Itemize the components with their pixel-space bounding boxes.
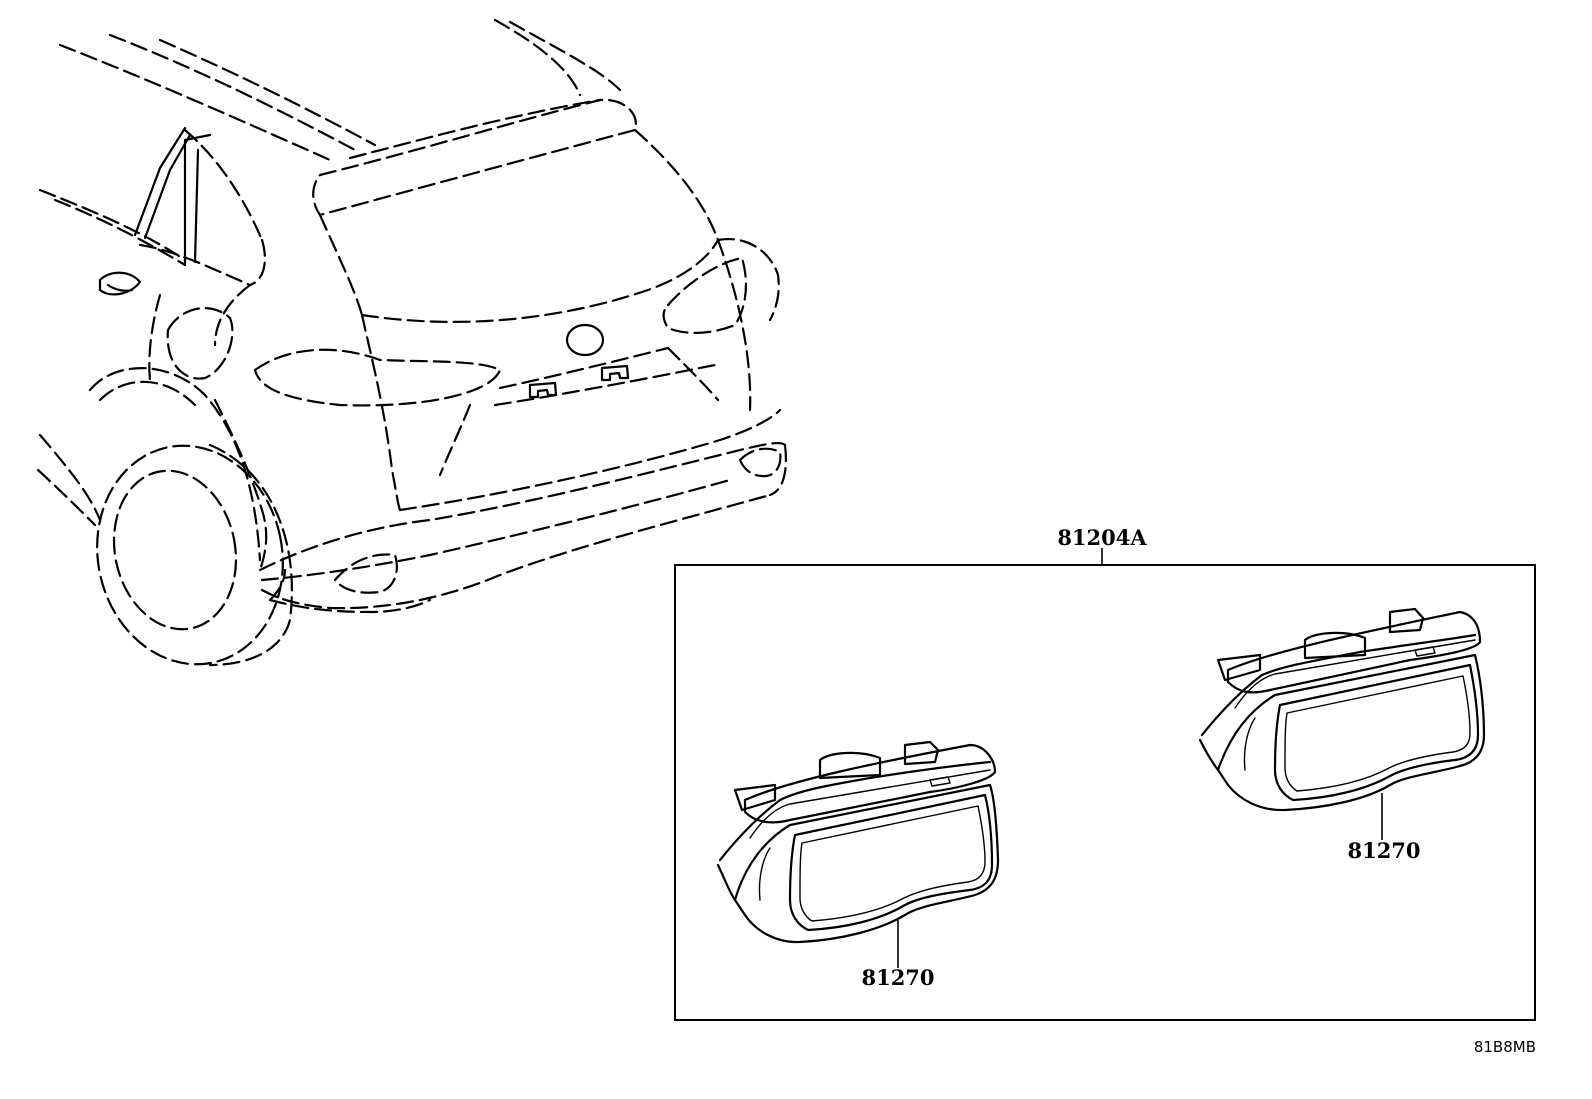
right-part-number: 81270 <box>1347 838 1420 863</box>
assembly-part-number: 81204A <box>1057 525 1147 550</box>
left-part-number: 81270 <box>861 965 934 990</box>
license-lamp-right <box>1198 607 1486 812</box>
license-lamp-left <box>716 740 1000 944</box>
illustration-code: 81B8MB <box>1474 1038 1536 1056</box>
assembly-box <box>674 564 1536 1021</box>
vehicle-outline <box>36 18 787 667</box>
assembly-callout <box>674 548 1536 1021</box>
